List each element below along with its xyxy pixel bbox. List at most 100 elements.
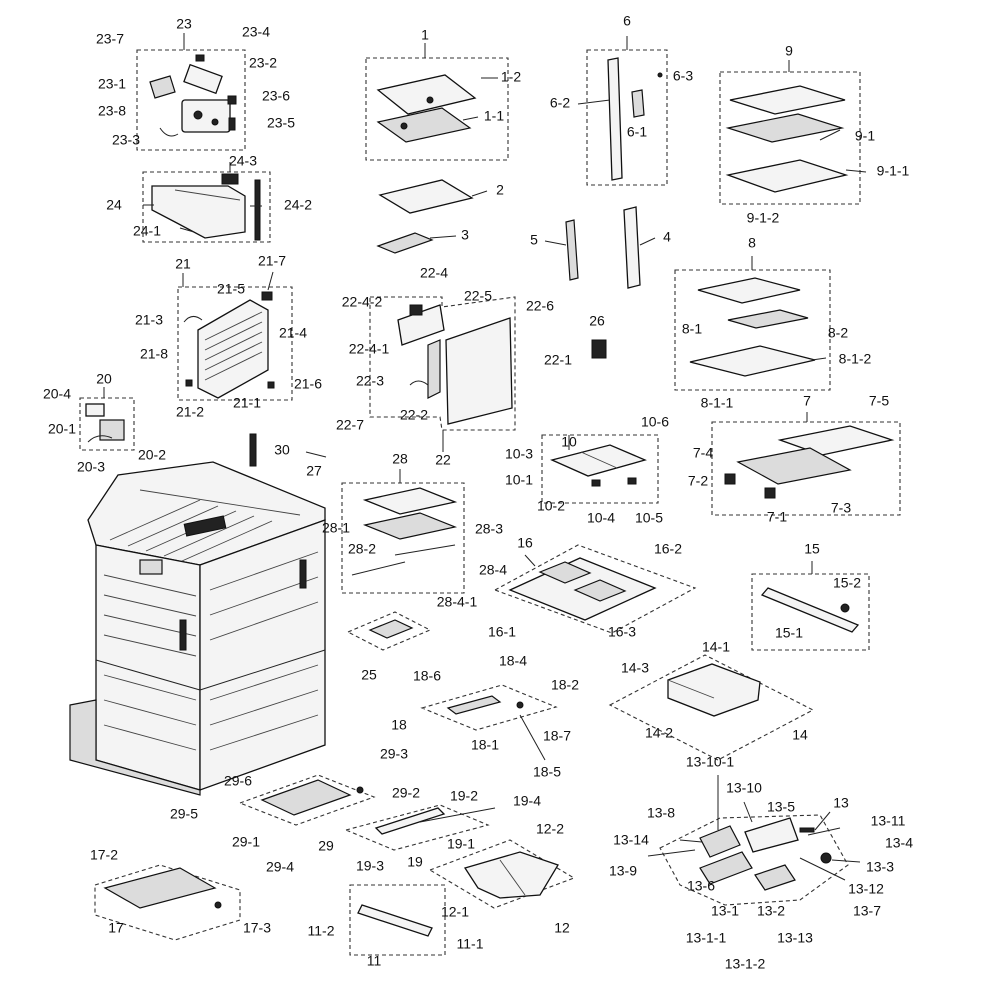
group-11-box: [349, 884, 446, 956]
group-23-box: [136, 49, 246, 151]
group-7-box: [711, 421, 901, 516]
label-6-3: 6-3: [673, 68, 693, 84]
label-7-3: 7-3: [831, 500, 851, 516]
label-22-6: 22-6: [526, 298, 554, 314]
label-8-2: 8-2: [828, 325, 848, 341]
label-10-2: 10-2: [537, 498, 565, 514]
part-5-rail: [565, 219, 579, 281]
part-6-door-rail: [607, 57, 663, 181]
label-23-4: 23-4: [242, 24, 270, 40]
part-15-rail: [760, 587, 860, 633]
part-2-shelf: [378, 179, 474, 214]
part-4-rail: [623, 206, 641, 289]
label-10-3: 10-3: [505, 446, 533, 462]
part-1-cover: [376, 74, 477, 143]
part-28-shelf: [351, 487, 458, 576]
part-13-assembly: [699, 817, 832, 891]
label-1: 1: [421, 27, 429, 43]
label-23: 23: [176, 16, 192, 32]
label-11-2: 11-2: [308, 923, 335, 939]
label-21-2: 21-2: [176, 404, 204, 420]
label-12-2: 12-2: [536, 821, 564, 837]
label-7: 7: [803, 393, 811, 409]
label-13-11: 13-11: [871, 813, 906, 829]
label-14-1: 14-1: [702, 639, 730, 655]
label-18-7: 18-7: [543, 728, 571, 744]
group-10-box: [541, 434, 659, 504]
label-15-1: 15-1: [775, 625, 803, 641]
label-13-1-2: 13-1-2: [725, 956, 766, 972]
part-25-bracket: [368, 619, 414, 639]
label-27: 27: [306, 463, 322, 479]
group-boxes: [79, 49, 901, 956]
label-7-4: 7-4: [693, 445, 713, 461]
callout-labels: 23 23-7 23-4 23-2 23-1 23-6 23-8 23-5 23…: [43, 13, 913, 972]
label-17-3: 17-3: [243, 920, 271, 936]
label-19-3: 19-3: [356, 858, 384, 874]
label-23-8: 23-8: [98, 103, 126, 119]
label-13-10: 13-10: [726, 780, 762, 796]
label-20-3: 20-3: [77, 459, 105, 475]
label-1-1: 1-1: [484, 108, 504, 124]
label-10-1: 10-1: [505, 472, 533, 488]
label-23-6: 23-6: [262, 88, 290, 104]
label-28-4-1: 28-4-1: [437, 594, 478, 610]
label-29-2: 29-2: [392, 785, 420, 801]
label-21-8: 21-8: [140, 346, 168, 362]
part-17-cover: [103, 867, 222, 909]
label-20-4: 20-4: [43, 386, 71, 402]
group-28-box: [341, 482, 465, 594]
part-22-door-assembly: [397, 304, 513, 425]
group-13-box: [659, 814, 849, 906]
label-18-2: 18-2: [551, 677, 579, 693]
label-28-1: 28-1: [322, 520, 350, 536]
label-14: 14: [792, 727, 808, 743]
label-29-4: 29-4: [266, 859, 294, 875]
label-29: 29: [318, 838, 334, 854]
label-13-13: 13-13: [777, 930, 813, 946]
part-14-drawer: [667, 663, 761, 717]
group-6-box: [586, 49, 668, 186]
label-13-10-1: 13-10-1: [686, 754, 734, 770]
label-13: 13: [833, 795, 849, 811]
part-10-shelf: [550, 444, 647, 487]
group-1-box: [365, 57, 509, 161]
group-29-box: [238, 774, 376, 826]
label-8: 8: [748, 235, 756, 251]
label-13-6: 13-6: [687, 878, 715, 894]
label-23-2: 23-2: [249, 55, 277, 71]
label-21-3: 21-3: [135, 312, 163, 328]
label-9-1-1: 9-1-1: [877, 163, 910, 179]
leader-lines: [103, 33, 867, 881]
label-22-1: 22-1: [544, 352, 572, 368]
label-15-2: 15-2: [833, 575, 861, 591]
label-12-1: 12-1: [441, 904, 469, 920]
label-21-1: 21-1: [233, 395, 261, 411]
part-3-bracket: [376, 232, 434, 254]
label-25: 25: [361, 667, 377, 683]
label-19-1: 19-1: [447, 836, 475, 852]
label-5: 5: [530, 232, 538, 248]
label-16-2: 16-2: [654, 541, 682, 557]
label-6: 6: [623, 13, 631, 29]
label-10-6: 10-6: [641, 414, 669, 430]
part-8-shelf: [689, 277, 816, 377]
label-13-3: 13-3: [866, 859, 894, 875]
label-24: 24: [106, 197, 122, 213]
group-12-box: [428, 839, 576, 909]
label-28: 28: [392, 451, 408, 467]
part-24-ice-bucket: [151, 173, 261, 241]
refrigerator-cabinet: [69, 461, 326, 796]
label-6-1: 6-1: [627, 124, 647, 140]
label-7-5: 7-5: [869, 393, 889, 409]
label-22-4-2: 22-4-2: [342, 294, 383, 310]
label-22-7: 22-7: [336, 417, 364, 433]
label-14-2: 14-2: [645, 725, 673, 741]
label-22-3: 22-3: [356, 373, 384, 389]
group-24-box: [142, 171, 271, 243]
part-7-shelf: [724, 425, 895, 499]
label-16-3: 16-3: [608, 624, 636, 640]
part-30-strip: [249, 433, 257, 467]
label-28-2: 28-2: [348, 541, 376, 557]
